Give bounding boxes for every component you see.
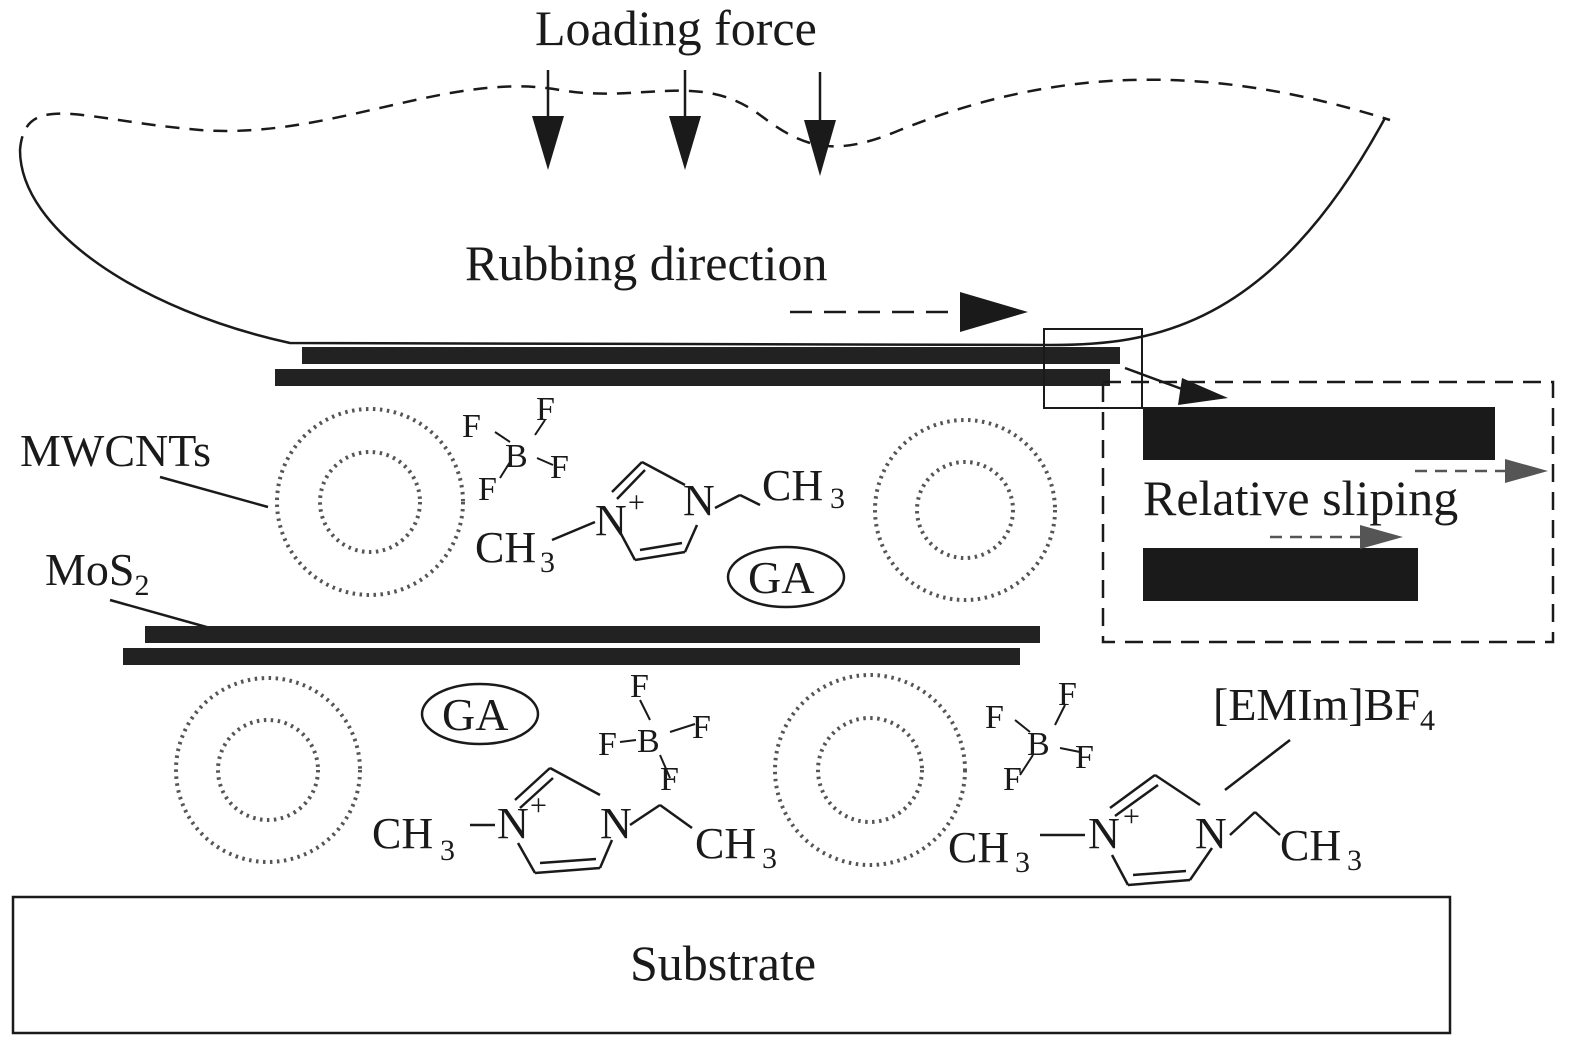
svg-text:F: F [536, 391, 555, 428]
svg-text:B: B [637, 723, 660, 760]
bf4-anion-2: F F F B F [598, 668, 711, 798]
svg-text:F: F [462, 408, 481, 445]
svg-text:GA: GA [442, 689, 508, 740]
relative-sliping-inset [1101, 380, 1555, 644]
svg-text:3: 3 [762, 842, 777, 875]
svg-text:CH: CH [948, 823, 1009, 872]
svg-text:B: B [1027, 726, 1050, 763]
loading-force-arrows [532, 70, 836, 176]
mwcnt-4 [773, 673, 967, 867]
emim-bf4-leader [1224, 739, 1291, 791]
substrate: Substrate [11, 895, 1452, 1035]
emim-bf4-label: [EMIm]BF4 [1213, 679, 1435, 737]
svg-text:CH: CH [762, 461, 823, 510]
svg-text:3: 3 [1015, 846, 1030, 879]
mwcnt-2 [873, 418, 1057, 602]
svg-text:+: + [1123, 800, 1140, 833]
svg-text:F: F [660, 761, 679, 798]
emim-cation-1: CH 3 N + N CH 3 [475, 460, 845, 579]
svg-text:F: F [1075, 739, 1094, 776]
svg-text:N: N [683, 476, 715, 525]
mos2-sheets-top [275, 347, 1120, 386]
ga-label-2: GA [420, 682, 540, 746]
svg-text:GA: GA [748, 552, 814, 603]
mos2-leader [109, 598, 211, 630]
svg-text:F: F [630, 668, 649, 705]
svg-text:N: N [497, 799, 529, 848]
bf4-anion-1: F F B F F [462, 391, 569, 508]
svg-text:F: F [1058, 676, 1077, 713]
svg-text:F: F [550, 449, 569, 486]
svg-text:CH: CH [1280, 821, 1341, 870]
svg-text:B: B [505, 438, 528, 475]
svg-text:+: + [628, 486, 645, 519]
svg-text:N: N [595, 496, 627, 545]
emim-cation-2: CH 3 N + N CH 3 [372, 766, 777, 875]
svg-text:N: N [1088, 809, 1120, 858]
rubbing-direction-label: Rubbing direction [465, 235, 827, 291]
mos2-sheets-middle [123, 626, 1040, 665]
svg-text:3: 3 [1347, 844, 1362, 877]
svg-text:3: 3 [440, 834, 455, 867]
svg-text:N: N [600, 799, 632, 848]
svg-text:CH: CH [475, 523, 536, 572]
ga-label-1: GA [726, 545, 846, 609]
rubbing-direction-arrow [790, 292, 1028, 332]
svg-text:CH: CH [695, 819, 756, 868]
loading-force-label: Loading force [535, 0, 817, 56]
counter-body [18, 78, 1391, 347]
svg-text:F: F [692, 709, 711, 746]
svg-text:+: + [530, 789, 547, 822]
bf4-anion-3: F F B F F [985, 676, 1094, 798]
mwcnt-1 [275, 407, 465, 597]
svg-text:3: 3 [540, 546, 555, 579]
zoom-box [1043, 328, 1143, 409]
zoom-callout-arrow [1124, 366, 1191, 394]
svg-text:F: F [598, 726, 617, 763]
svg-text:F: F [1003, 761, 1022, 798]
svg-text:F: F [478, 471, 497, 508]
mwcnts-leader [159, 475, 269, 509]
svg-text:CH: CH [372, 809, 433, 858]
relative-sliping-label: Relative sliping [1143, 470, 1458, 526]
mwcnts-label: MWCNTs [20, 425, 211, 476]
svg-text:F: F [985, 699, 1004, 736]
emim-cation-3: CH 3 N + N CH 3 [948, 773, 1362, 887]
svg-text:N: N [1195, 809, 1227, 858]
substrate-label: Substrate [630, 935, 816, 991]
mos2-label: MoS2 [45, 544, 149, 602]
mwcnt-3 [174, 676, 362, 864]
svg-text:3: 3 [830, 482, 845, 515]
